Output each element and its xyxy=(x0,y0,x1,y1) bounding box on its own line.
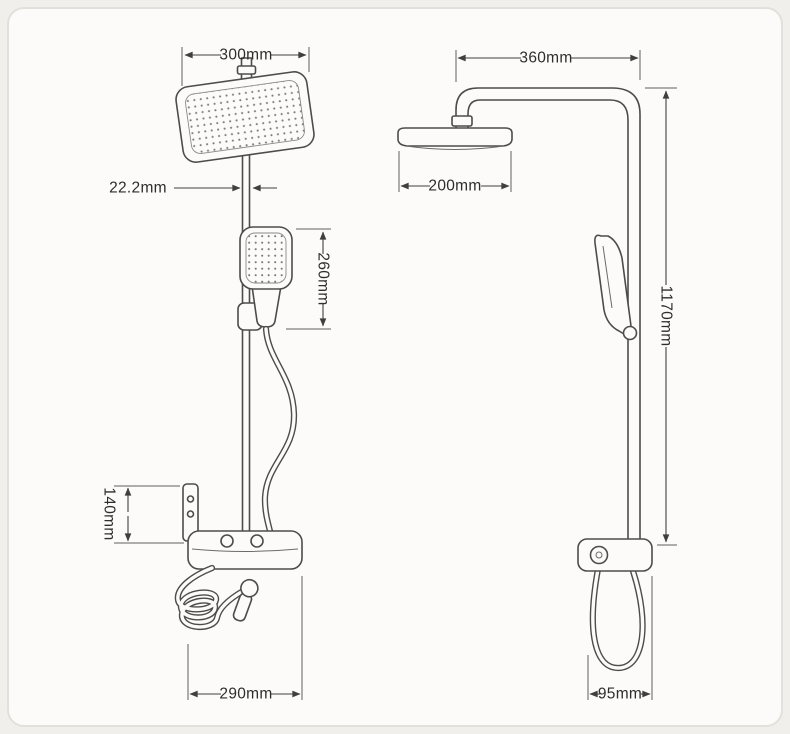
body-width-label: 290mm xyxy=(219,686,272,703)
dim-head-width: 300mm xyxy=(181,47,310,86)
body-depth-label: 95mm xyxy=(598,686,642,703)
bracket-height-label: 140mm xyxy=(101,487,118,540)
dim-body-width: 290mm xyxy=(187,576,303,703)
shower-hose-side xyxy=(589,565,646,672)
dim-arm-reach: 360mm xyxy=(455,50,641,82)
side-view: 360mm 200mm 1170mm xyxy=(397,50,677,703)
dim-handheld-height: 260mm xyxy=(286,228,332,330)
dim-body-depth: 95mm xyxy=(587,576,653,703)
head-depth-label: 200mm xyxy=(428,178,481,195)
front-view: 300mm 22.2mm 260mm xyxy=(101,47,332,703)
mixer-shelf-side xyxy=(577,538,653,572)
shower-hose-front xyxy=(261,325,298,570)
rain-shower-head-side xyxy=(397,127,513,150)
handheld-shower-front xyxy=(237,226,293,331)
dim-bracket-height: 140mm xyxy=(101,485,184,544)
dim-head-depth: 200mm xyxy=(398,151,512,195)
head-width-label: 300mm xyxy=(219,47,272,64)
rain-shower-head-front xyxy=(175,71,315,163)
handheld-shower-side xyxy=(594,234,638,341)
shower-arm-and-pipe-side xyxy=(451,87,641,541)
mixer-shelf-front xyxy=(187,530,303,570)
dim-pipe-diameter: 22.2mm xyxy=(109,180,277,197)
pipe-diameter-label: 22.2mm xyxy=(109,180,167,197)
dim-overall-height: 1170mm xyxy=(645,87,677,546)
spray-gun xyxy=(232,578,259,622)
arm-reach-label: 360mm xyxy=(519,50,572,67)
spiral-hose xyxy=(174,564,247,630)
overall-height-label: 1170mm xyxy=(658,286,675,347)
wall-bracket xyxy=(182,483,199,542)
handheld-height-label: 260mm xyxy=(315,252,332,305)
